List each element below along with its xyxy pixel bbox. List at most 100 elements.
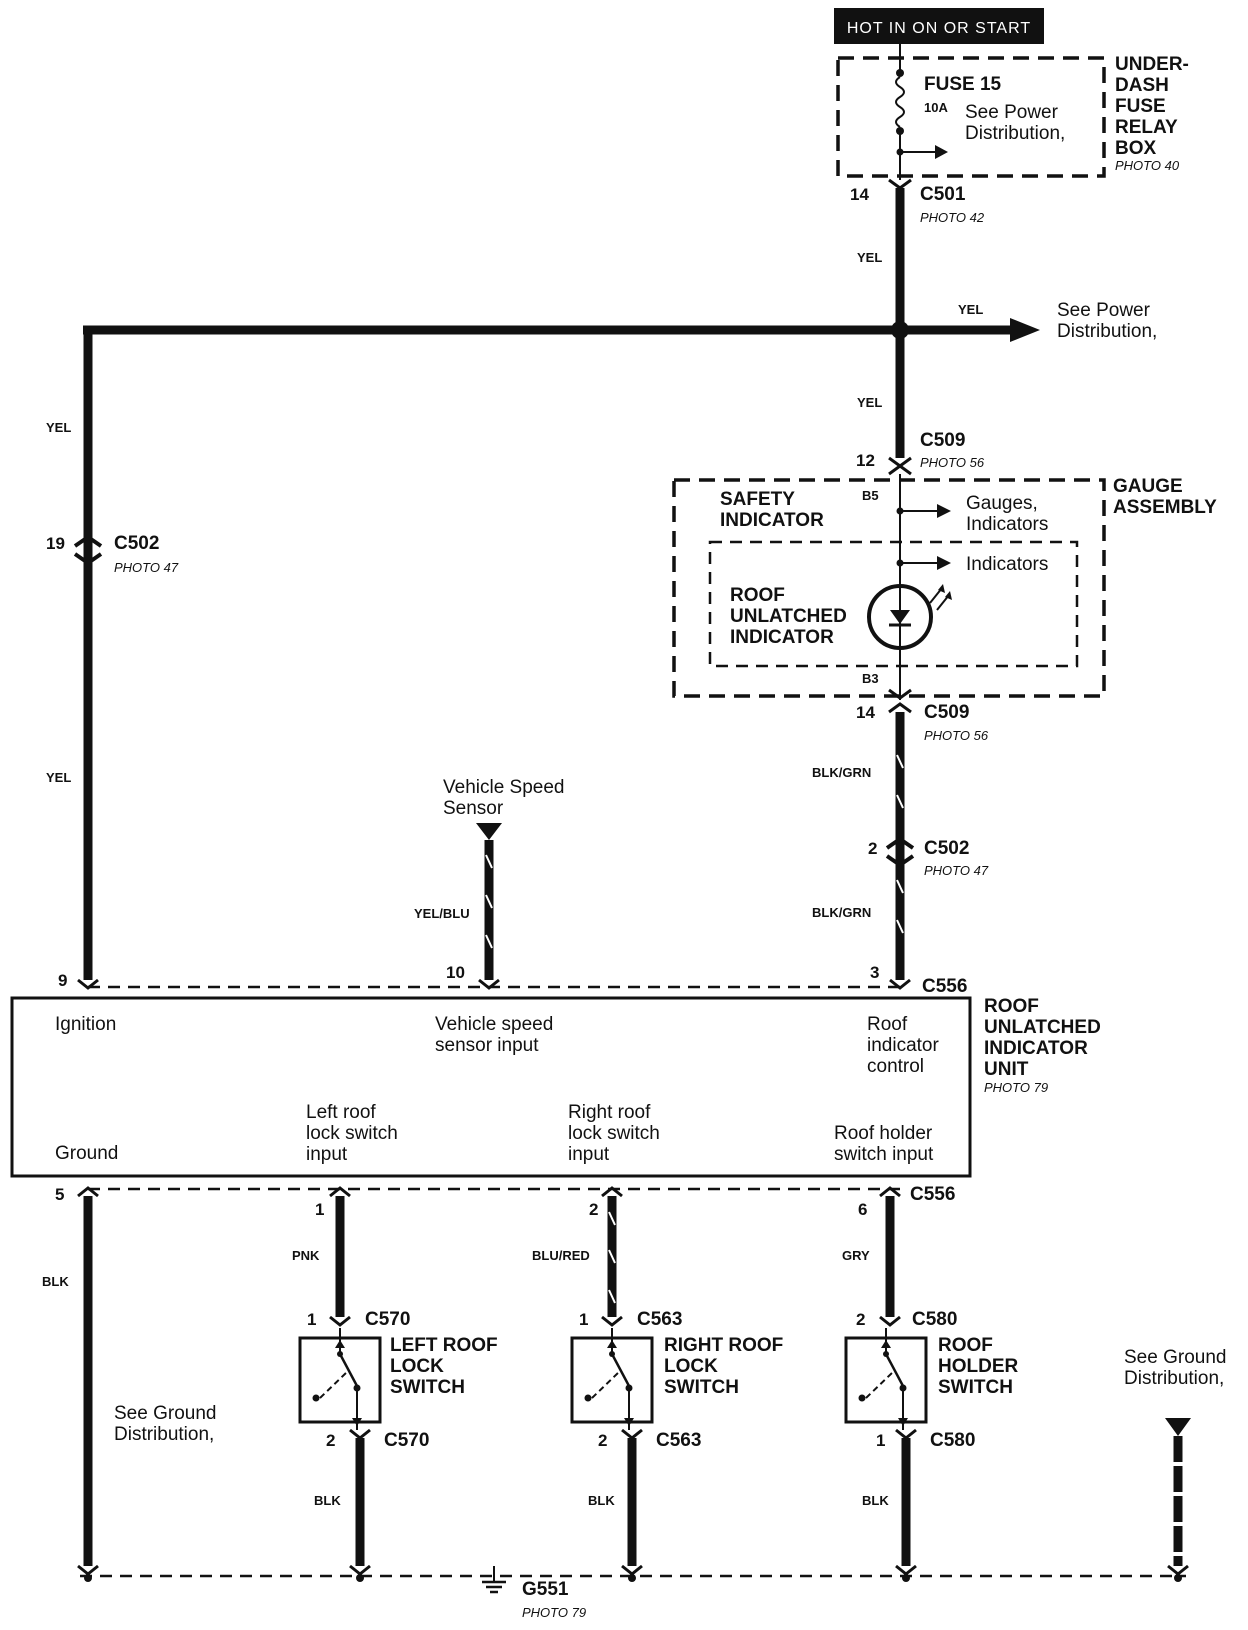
left-switch-conn-top: C570 bbox=[365, 1309, 410, 1330]
wire-blu-red-label: BLU/RED bbox=[532, 1248, 590, 1263]
c509-bottom-name: C509 bbox=[924, 702, 969, 723]
right-switch-pin-bottom: 2 bbox=[598, 1431, 607, 1450]
fuse-box-title-4: RELAY bbox=[1115, 117, 1178, 138]
roof-indicator-label-3: INDICATOR bbox=[730, 627, 834, 648]
unit-holder-label-2: switch input bbox=[834, 1144, 934, 1165]
unit-vss-label-1: Vehicle speed bbox=[435, 1014, 553, 1035]
left-switch-pin-top: 1 bbox=[307, 1310, 316, 1329]
unit-title-3: INDICATOR bbox=[984, 1038, 1088, 1059]
c501-connector-symbol bbox=[888, 178, 912, 190]
wire-blk-holder-switch-label: BLK bbox=[862, 1493, 889, 1508]
hot-label: HOT IN ON OR START bbox=[847, 20, 1031, 37]
left-switch-pin-bottom: 2 bbox=[326, 1431, 335, 1450]
right-switch-pin-top: 1 bbox=[579, 1310, 588, 1329]
c509-bottom-photo: PHOTO 56 bbox=[924, 728, 989, 743]
unit-ground-label: Ground bbox=[55, 1143, 118, 1164]
holder-switch-pin-top: 2 bbox=[856, 1310, 865, 1329]
wire-blk-grn-lower-label: BLK/GRN bbox=[812, 905, 871, 920]
unit-right-label-1: Right roof bbox=[568, 1102, 651, 1123]
unit-ctrl-label-3: control bbox=[867, 1056, 924, 1077]
fuse-box-photo: PHOTO 40 bbox=[1115, 158, 1180, 173]
unit-title-1: ROOF bbox=[984, 996, 1039, 1017]
roof-indicator-label-1: ROOF bbox=[730, 585, 785, 606]
vss-terminal-icon bbox=[476, 823, 502, 840]
unit-ignition-label: Ignition bbox=[55, 1014, 116, 1035]
holder-switch-label-2: HOLDER bbox=[938, 1356, 1019, 1377]
unit-title-4: UNIT bbox=[984, 1059, 1029, 1080]
holder-switch-label-3: SWITCH bbox=[938, 1377, 1013, 1398]
c556-pin-ignition: 9 bbox=[58, 971, 67, 990]
roof-indicator-inner-outline bbox=[708, 540, 1079, 668]
right-switch-contact-icon bbox=[584, 1328, 634, 1430]
wire-blk-grn-upper-label: BLK/GRN bbox=[812, 765, 871, 780]
holder-switch-conn-top: C580 bbox=[912, 1309, 957, 1330]
gauges-indicators-2: Indicators bbox=[966, 514, 1048, 535]
unit-right-label-3: input bbox=[568, 1144, 610, 1165]
c502-right-pin: 2 bbox=[868, 839, 877, 858]
c556-top-name: C556 bbox=[922, 976, 967, 997]
gauges-indicators-1: Gauges, bbox=[966, 493, 1038, 514]
left-switch-contact-icon bbox=[312, 1328, 362, 1430]
unit-right-label-2: lock switch bbox=[568, 1123, 660, 1144]
c502-left-name: C502 bbox=[114, 533, 159, 554]
led-light-rays-icon bbox=[929, 584, 952, 611]
c509-bottom-pin: 14 bbox=[856, 703, 875, 722]
c501-pin: 14 bbox=[850, 185, 869, 204]
fuse-box-title-5: BOX bbox=[1115, 138, 1157, 159]
ground-note-right-1: See Ground bbox=[1124, 1347, 1226, 1368]
c501-name: C501 bbox=[920, 184, 966, 205]
c509-top-connector-symbol bbox=[888, 456, 912, 476]
unit-ctrl-label-1: Roof bbox=[867, 1014, 908, 1035]
fuse-note-line2: Distribution, bbox=[965, 123, 1065, 144]
right-switch-label-2: LOCK bbox=[664, 1356, 718, 1377]
fuse-note-line1: See Power bbox=[965, 102, 1059, 123]
unit-title-2: UNLATCHED bbox=[984, 1017, 1101, 1038]
left-switch-label-1: LEFT ROOF bbox=[390, 1335, 498, 1356]
unit-photo: PHOTO 79 bbox=[984, 1080, 1048, 1095]
wire-yel-blu-label: YEL/BLU bbox=[414, 906, 470, 921]
wire-yel-branch-label: YEL bbox=[958, 302, 983, 317]
c501-photo: PHOTO 42 bbox=[920, 210, 985, 225]
fuse-box-title-2: DASH bbox=[1115, 75, 1169, 96]
c502-right-photo: PHOTO 47 bbox=[924, 863, 989, 878]
fuse-box-title-3: FUSE bbox=[1115, 96, 1166, 117]
c502-left-connector-symbol bbox=[73, 534, 103, 566]
gauge-title-1: GAUGE bbox=[1113, 476, 1183, 497]
c556-pin-ground: 5 bbox=[55, 1185, 64, 1204]
right-switch-conn-top: C563 bbox=[637, 1309, 682, 1330]
c556-pin-right: 2 bbox=[589, 1200, 598, 1219]
c502-left-pin: 19 bbox=[46, 534, 65, 553]
c509-bottom-connector-symbol bbox=[888, 688, 912, 714]
wire-yel-left-top-label: YEL bbox=[46, 420, 71, 435]
ground-note-left-1: See Ground bbox=[114, 1403, 216, 1424]
c502-right-name: C502 bbox=[924, 838, 969, 859]
wire-blk-ground-label: BLK bbox=[42, 1274, 69, 1289]
unit-left-label-2: lock switch bbox=[306, 1123, 398, 1144]
c509-top-photo: PHOTO 56 bbox=[920, 455, 985, 470]
gauge-pin-b5: B5 bbox=[862, 488, 879, 503]
power-dist-line1: See Power bbox=[1057, 300, 1151, 321]
left-switch-conn-bottom: C570 bbox=[384, 1430, 429, 1451]
roof-unlatched-indicator-unit bbox=[10, 996, 972, 1178]
c502-right-connector-symbol bbox=[885, 836, 915, 868]
fuse-name: FUSE 15 bbox=[924, 74, 1002, 95]
left-switch-label-3: SWITCH bbox=[390, 1377, 465, 1398]
c556-pin-vss: 10 bbox=[446, 963, 465, 982]
fuse-symbol bbox=[895, 76, 905, 128]
holder-switch-label-1: ROOF bbox=[938, 1335, 993, 1356]
hot-label-box bbox=[834, 8, 1044, 44]
c556-pin-holder: 6 bbox=[858, 1200, 867, 1219]
right-switch-label-1: RIGHT ROOF bbox=[664, 1335, 783, 1356]
g551-name: G551 bbox=[522, 1579, 569, 1600]
wire-yel-left-bottom-label: YEL bbox=[46, 770, 71, 785]
left-switch-label-2: LOCK bbox=[390, 1356, 444, 1377]
ground-note-right-2: Distribution, bbox=[1124, 1368, 1224, 1389]
fuse-relay-box-outline bbox=[836, 56, 1106, 178]
holder-switch-contact-icon bbox=[858, 1328, 908, 1430]
c556-pin-left: 1 bbox=[315, 1200, 324, 1219]
wire-blk-right-switch-label: BLK bbox=[588, 1493, 615, 1508]
wire-pnk-label: PNK bbox=[292, 1248, 320, 1263]
holder-switch-conn-bottom: C580 bbox=[930, 1430, 975, 1451]
g551-photo: PHOTO 79 bbox=[522, 1605, 586, 1620]
